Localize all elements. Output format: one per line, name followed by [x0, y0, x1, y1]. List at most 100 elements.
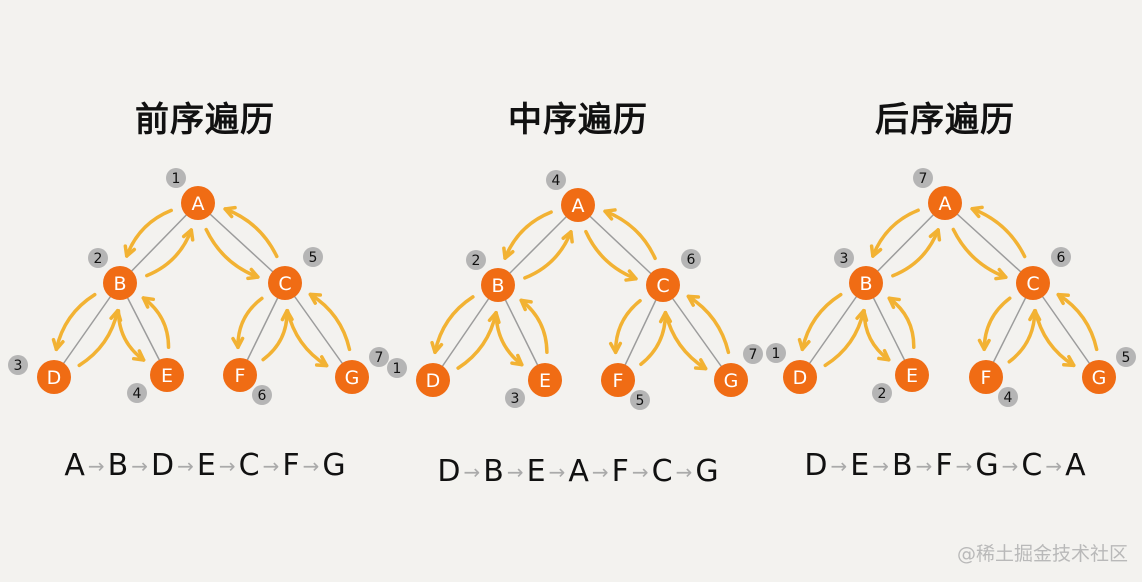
arrow-up-CA — [223, 207, 279, 259]
order-number: 4 — [552, 173, 561, 189]
arrow-down-AC-head — [994, 267, 1008, 281]
node-B — [849, 266, 883, 300]
order-number: 2 — [878, 386, 887, 402]
arrow-up-GC — [1056, 292, 1099, 352]
node-label: C — [278, 273, 291, 295]
arrow-down-AC-head — [624, 269, 638, 282]
order-badge — [913, 168, 933, 188]
arrow-down-AB — [503, 210, 553, 260]
arrow-icon: → — [1001, 453, 1019, 478]
sequence-item: C — [1021, 448, 1043, 483]
order-badge — [630, 390, 650, 410]
order-badge — [834, 248, 854, 268]
edge-AC — [197, 202, 286, 284]
arrow-down-BD-head — [797, 337, 811, 352]
arrow-up-GC-head — [1056, 292, 1070, 306]
order-number: 3 — [840, 251, 849, 267]
order-badge — [387, 358, 407, 378]
traversal-sequence: D→B→E→A→F→C→G — [437, 454, 718, 489]
order-number: 5 — [309, 250, 318, 266]
arrow-up-BA-head — [561, 230, 574, 244]
node-label: G — [724, 370, 739, 392]
order-badge — [505, 388, 525, 408]
edge-AB — [865, 202, 946, 284]
order-badge — [1051, 247, 1071, 267]
order-number: 6 — [687, 252, 696, 268]
arrow-up-GC-head — [686, 294, 701, 307]
node-label: F — [235, 365, 246, 387]
order-badge — [166, 168, 186, 188]
node-D — [783, 360, 817, 394]
edge-CF — [239, 282, 286, 376]
node-G — [714, 363, 748, 397]
sequence-item: F — [282, 448, 300, 483]
order-number: 1 — [772, 346, 781, 362]
edge-CG — [284, 282, 353, 378]
order-badge — [1116, 347, 1136, 367]
sequence-item: A — [64, 448, 85, 483]
node-F — [969, 360, 1003, 394]
edge-CF — [985, 282, 1034, 378]
node-label: E — [906, 365, 918, 387]
arrow-down-AB — [124, 208, 173, 258]
node-E — [150, 358, 184, 392]
sequence-item: D — [437, 454, 461, 489]
arrow-icon: → — [1045, 453, 1063, 478]
arrow-up-CA-head — [970, 205, 984, 219]
arrow-icon: → — [675, 459, 693, 484]
arrow-down-CF — [236, 296, 264, 350]
order-number: 1 — [172, 171, 181, 187]
order-badge — [369, 347, 389, 367]
order-number: 7 — [375, 350, 384, 366]
node-F — [601, 363, 635, 397]
arrow-icon: → — [631, 459, 649, 484]
sequence-item: F — [935, 448, 953, 483]
arrow-down-BE — [862, 308, 891, 362]
arrow-up-BA-head — [928, 228, 942, 242]
arrow-icon: → — [506, 459, 524, 484]
tree-title: 中序遍历 — [508, 100, 648, 140]
edge-CG — [1032, 282, 1100, 378]
order-number: 5 — [1122, 350, 1131, 366]
arrow-icon: → — [131, 453, 149, 478]
arrow-down-BD-head — [430, 340, 444, 355]
arrow-icon: → — [177, 453, 194, 478]
node-C — [646, 268, 680, 302]
arrow-down-CG — [1033, 308, 1076, 368]
arrow-down-AC — [204, 227, 260, 279]
arrow-down-AC-head — [246, 267, 260, 281]
node-label: D — [47, 367, 62, 389]
arrow-up-CA — [603, 209, 657, 261]
arrow-up-BA — [891, 228, 940, 278]
arrow-up-EB — [519, 298, 549, 355]
order-number: 3 — [14, 358, 23, 374]
sequence-item: F — [611, 454, 629, 489]
arrow-down-CG — [285, 308, 329, 368]
node-label: A — [572, 195, 585, 217]
sequence-item: D — [151, 448, 175, 483]
arrow-down-CF-head — [608, 341, 623, 355]
sequence-item: C — [651, 454, 673, 489]
arrow-down-AB-head — [869, 244, 883, 258]
order-badge — [127, 383, 147, 403]
edge-CF — [617, 284, 664, 381]
sequence-item: B — [891, 448, 913, 483]
arrow-up-CA-head — [223, 205, 237, 219]
sequence-item: B — [107, 448, 129, 483]
tree-title: 前序遍历 — [135, 100, 275, 140]
node-C — [1016, 266, 1050, 300]
node-label: C — [656, 275, 669, 297]
arrow-icon: → — [591, 459, 609, 484]
node-A — [928, 186, 962, 220]
edge-AC — [577, 204, 664, 286]
sequence-item: E — [196, 448, 216, 483]
order-badge — [546, 170, 566, 190]
arrow-down-CF — [613, 298, 642, 355]
arrow-icon: → — [830, 453, 848, 478]
arrow-up-FC — [261, 308, 289, 362]
tree-title: 后序遍历 — [875, 100, 1015, 140]
sequence-item: G — [975, 448, 999, 483]
traversal-sequence: A→B→D→E→C→F→G — [64, 448, 345, 483]
sequence-item: E — [526, 454, 546, 489]
